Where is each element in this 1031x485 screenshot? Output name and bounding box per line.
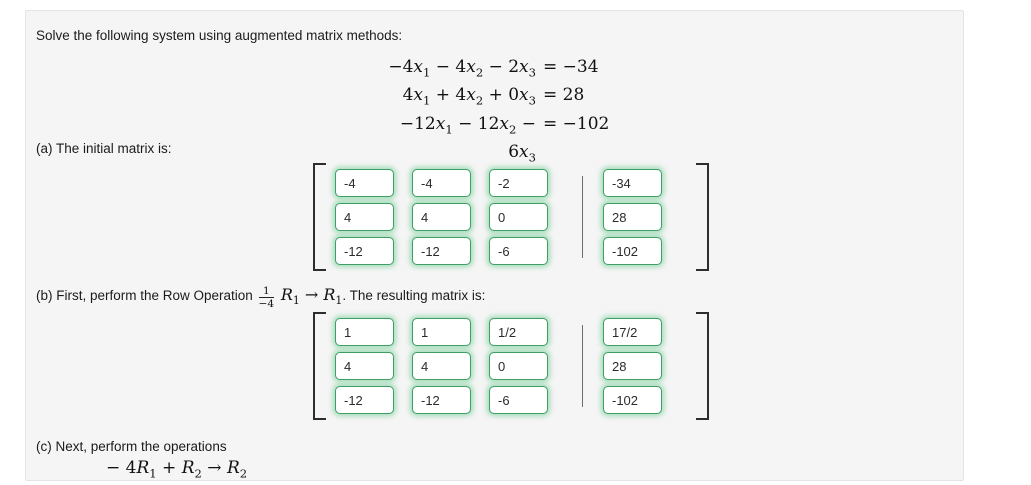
equation-row: 4x1 + 4x2 + 0x3 = 28 — [384, 84, 609, 112]
equation-rhs: = −102 — [543, 113, 610, 134]
augmented-separator — [582, 176, 583, 258]
matrix-row — [335, 386, 548, 414]
matrix-cell-input[interactable] — [489, 169, 548, 197]
augmented-separator — [582, 325, 583, 407]
matrix-b — [313, 312, 709, 420]
matrix-cell-input[interactable] — [603, 386, 662, 414]
fraction-numerator: 1 — [258, 285, 275, 299]
matrix-cell-input[interactable] — [489, 352, 548, 380]
matrix-right-bracket — [696, 312, 709, 420]
fraction-denominator: −4 — [258, 298, 275, 311]
matrix-coefficient-columns — [326, 312, 548, 420]
matrix-left-bracket — [313, 312, 326, 420]
fraction: 1−4 — [258, 285, 275, 311]
equation-rhs: = 28 — [543, 85, 585, 106]
matrix-a — [313, 163, 709, 271]
equation-rhs: = −34 — [543, 57, 599, 77]
matrix-row — [335, 318, 548, 346]
matrix-cell-input[interactable] — [335, 203, 394, 231]
part-b-label-prefix: (b) First, perform the Row Operation — [36, 288, 257, 304]
matrix-cell-input[interactable] — [335, 386, 394, 414]
equation-system: −4x1 − 4x2 − 2x3 = −34 4x1 + 4x2 + 0x3 =… — [384, 56, 609, 170]
matrix-coefficient-columns — [326, 163, 548, 271]
part-a-label: (a) The initial matrix is: — [36, 141, 172, 156]
part-b-label: (b) First, perform the Row Operation 1−4… — [36, 285, 485, 311]
matrix-augmented-column — [603, 312, 696, 420]
matrix-cell-input[interactable] — [412, 352, 471, 380]
matrix-cell-input[interactable] — [489, 318, 548, 346]
part-c-label: (c) Next, perform the operations — [36, 439, 227, 454]
matrix-cell-input[interactable] — [603, 318, 662, 346]
equation-row: −12x1 − 12x2 − 6x3 = −102 — [384, 113, 609, 170]
matrix-cell-input[interactable] — [412, 386, 471, 414]
matrix-cell-input[interactable] — [412, 237, 471, 265]
part-b-label-suffix: . The resulting matrix is: — [342, 288, 486, 304]
matrix-cell-input[interactable] — [412, 318, 471, 346]
matrix-row — [335, 169, 548, 197]
equation-lhs: −4x1 − 4x2 − 2x3 — [388, 57, 536, 80]
matrix-cell-input[interactable] — [335, 169, 394, 197]
row-operation: R1 → R1 — [280, 285, 343, 308]
matrix-cell-input[interactable] — [335, 352, 394, 380]
matrix-cell-input[interactable] — [489, 203, 548, 231]
matrix-cell-input[interactable] — [603, 352, 662, 380]
equation-lhs: −12x1 − 12x2 − 6x3 — [399, 113, 536, 165]
matrix-cell-input[interactable] — [412, 169, 471, 197]
problem-prompt: Solve the following system using augment… — [36, 28, 403, 43]
problem-panel: Solve the following system using augment… — [25, 10, 964, 481]
matrix-right-bracket — [696, 163, 709, 271]
matrix-cell-input[interactable] — [335, 237, 394, 265]
matrix-augmented-column — [603, 163, 696, 271]
part-c-operation: − 4R1 + R2 → R2 — [106, 458, 248, 481]
equation-row: −4x1 − 4x2 − 2x3 = −34 — [384, 56, 609, 84]
matrix-cell-input[interactable] — [603, 203, 662, 231]
matrix-cell-input[interactable] — [603, 169, 662, 197]
matrix-row — [335, 352, 548, 380]
matrix-cell-input[interactable] — [335, 318, 394, 346]
equation-lhs: 4x1 + 4x2 + 0x3 — [402, 85, 536, 108]
matrix-cell-input[interactable] — [489, 237, 548, 265]
matrix-left-bracket — [313, 163, 326, 271]
matrix-cell-input[interactable] — [489, 386, 548, 414]
matrix-row — [335, 237, 548, 265]
matrix-cell-input[interactable] — [412, 203, 471, 231]
matrix-cell-input[interactable] — [603, 237, 662, 265]
matrix-row — [335, 203, 548, 231]
